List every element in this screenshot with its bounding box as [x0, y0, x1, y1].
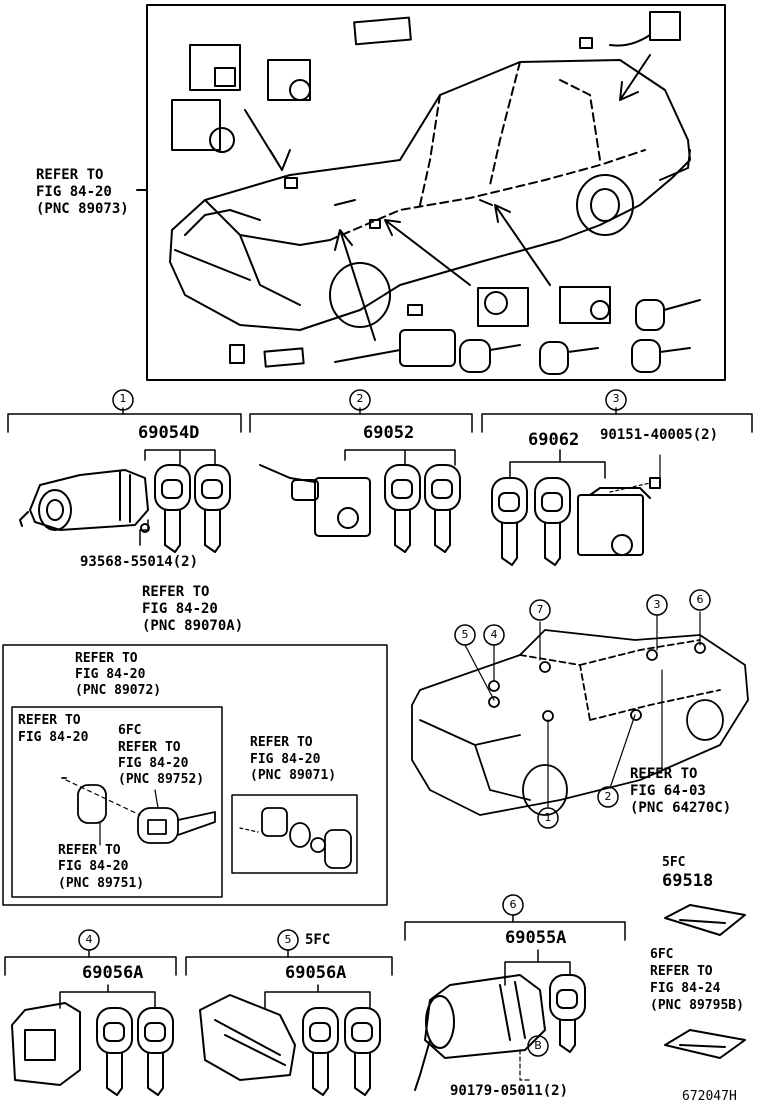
- overview-arrows: [244, 54, 651, 341]
- section5-tag: 5FC: [305, 932, 331, 948]
- section6-sub-part: 90179-05011(2): [450, 1083, 569, 1099]
- section5-parts: [199, 984, 381, 1096]
- right-6fc-line3: (PNC 89795B): [650, 998, 744, 1013]
- overview-frame: [146, 4, 726, 381]
- section1-sub-part: 93568-55014(2): [80, 554, 199, 570]
- refer-inner-a-line2: FIG 84-20: [18, 730, 89, 745]
- refer-mid-line1: REFER TO: [75, 651, 138, 666]
- section3-number: 3: [612, 392, 620, 405]
- section-brackets-row2: [4, 894, 626, 976]
- car-callout-3: 3: [653, 598, 661, 611]
- car-callout-7: 7: [536, 603, 544, 616]
- section4-number: 4: [85, 933, 93, 946]
- section2-part-number: 69052: [363, 423, 415, 443]
- callout-car: [411, 611, 749, 816]
- section-brackets-row1: [7, 389, 753, 433]
- section4-part-number: 69056A: [82, 963, 144, 983]
- section5-number: 5: [284, 933, 292, 946]
- car-callout-4: 4: [490, 628, 498, 641]
- top-refer-line2: FIG 84-20: [36, 184, 112, 200]
- section2-parts: [259, 449, 461, 553]
- refer-inner-b-line1: REFER TO: [118, 740, 181, 755]
- section5-part-number: 69056A: [285, 963, 347, 983]
- right-6fc-line1: REFER TO: [650, 964, 713, 979]
- right-6fc-line2: FIG 84-24: [650, 981, 721, 996]
- car-callout-5: 5: [461, 628, 469, 641]
- right-5fc-part-number: 69518: [662, 871, 714, 891]
- refer-car-line1: REFER TO: [630, 766, 698, 782]
- overview-car: [169, 59, 691, 331]
- refer-inner-c-line1: REFER TO: [58, 843, 121, 858]
- refer-side-line3: (PNC 89071): [250, 768, 337, 783]
- overview-parts: [171, 11, 701, 375]
- right-side-parts: [664, 904, 746, 1059]
- car-callout-2: 2: [604, 790, 612, 803]
- refer-inner-b-line2: FIG 84-20: [118, 756, 189, 771]
- top-refer-line3: (PNC 89073): [36, 201, 129, 217]
- refer-car-line2: FIG 64-03: [630, 783, 706, 799]
- refer-mid-line2: FIG 84-20: [75, 667, 146, 682]
- right-5fc-tag: 5FC: [662, 855, 686, 870]
- section6-callout-b: B: [534, 1039, 542, 1052]
- refer-mid-line3: (PNC 89072): [75, 683, 162, 698]
- section3-parts: [491, 449, 661, 566]
- refer-inner-a-line1: REFER TO: [18, 713, 81, 728]
- refer-inner-b-tag: 6FC: [118, 723, 142, 738]
- section6-parts: [414, 949, 586, 1091]
- section1-parts: [19, 449, 231, 553]
- refer-outer-line1: REFER TO: [142, 584, 210, 600]
- drawing-id: 672047H: [682, 1089, 737, 1104]
- car-callout-1: 1: [544, 811, 552, 824]
- refer-side-line2: FIG 84-20: [250, 752, 321, 767]
- refer-inner-c-line2: FIG 84-20: [58, 859, 129, 874]
- refer-box-side: [231, 794, 358, 874]
- section6-number: 6: [509, 898, 517, 911]
- refer-inner-c-line3: (PNC 89751): [58, 876, 145, 891]
- right-6fc-tag: 6FC: [650, 947, 674, 962]
- refer-outer-line2: FIG 84-20: [142, 601, 218, 617]
- car-callout-6: 6: [696, 593, 704, 606]
- refer-car-line3: (PNC 64270C): [630, 800, 732, 816]
- section3-sub-part: 90151-40005(2): [600, 427, 719, 443]
- car-callout-circles: [454, 589, 711, 829]
- refer-side-line1: REFER TO: [250, 735, 313, 750]
- section3-part-number: 69062: [528, 430, 580, 450]
- refer-box-inner: [11, 706, 223, 898]
- refer-outer-line3: (PNC 89070A): [142, 618, 244, 634]
- section1-number: 1: [119, 392, 127, 405]
- section1-part-number: 69054D: [138, 423, 200, 443]
- refer-box-outer: [2, 644, 388, 906]
- top-refer-line1: REFER TO: [36, 167, 104, 183]
- refer-box-parts: [61, 777, 352, 869]
- section2-number: 2: [356, 392, 364, 405]
- section6-part-number: 69055A: [505, 928, 567, 948]
- refer-inner-b-line3: (PNC 89752): [118, 772, 205, 787]
- section4-parts: [11, 984, 174, 1096]
